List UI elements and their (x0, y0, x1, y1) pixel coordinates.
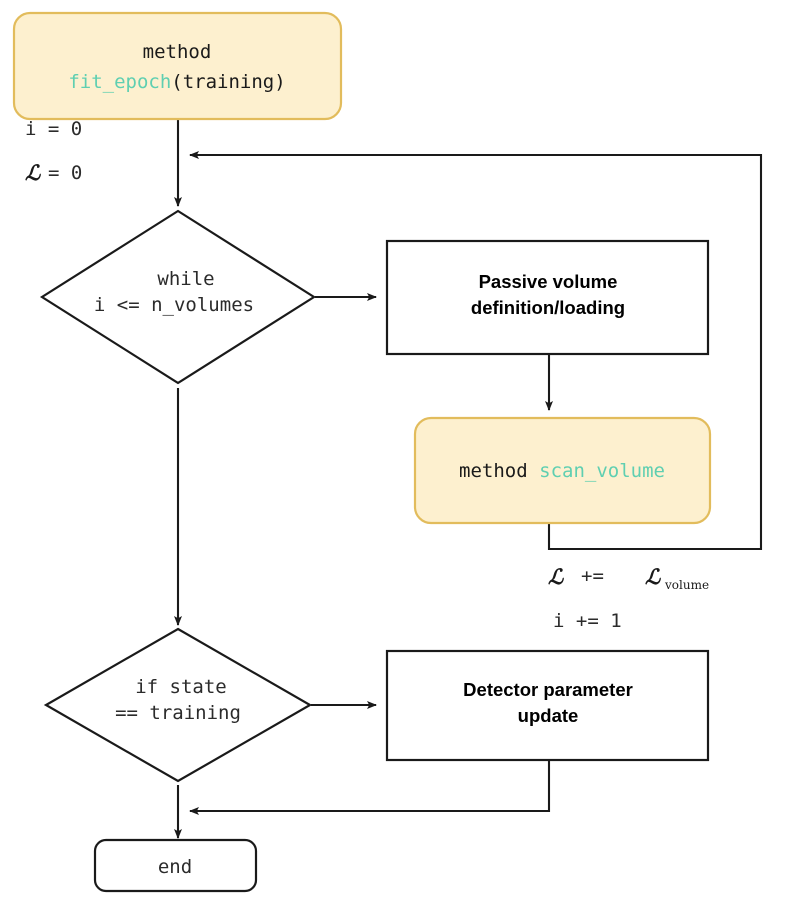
start-method-line1: method (143, 41, 212, 63)
node-state-decision[interactable]: if state == training (43, 627, 313, 783)
start-method-shape (12, 11, 343, 121)
annotation-init-i: i = 0 (25, 118, 82, 140)
while-decision-line2: i <= n_volumes (94, 294, 254, 316)
annotation-init-loss-symbol: ℒ (25, 160, 41, 185)
node-end[interactable]: end (93, 838, 258, 893)
start-method-line2: fit_epoch(training) (68, 71, 285, 93)
scan-volume-label: method scan_volume (459, 460, 665, 482)
detector-update-line2: update (518, 705, 579, 726)
passive-volume-shape (385, 239, 710, 356)
annotation-init-loss: ℒ = 0 (25, 160, 82, 185)
state-decision-shape (43, 627, 313, 783)
scan-volume-keyword: method (459, 460, 528, 482)
passive-volume-line2: definition/loading (471, 297, 625, 318)
state-decision-line1: if state (135, 676, 227, 698)
edge-detector-to-end (189, 760, 551, 815)
while-decision-line1: while (157, 268, 214, 290)
annotation-init-loss-text: = 0 (48, 162, 82, 184)
scan-volume-shape (413, 416, 712, 525)
annotation-accum-loss-subscript: volume (664, 578, 709, 592)
scan-volume-code: scan_volume (539, 460, 665, 482)
node-passive-volume[interactable]: Passive volume definition/loading (385, 239, 710, 356)
annotation-accum-loss-operand: ℒ (645, 564, 661, 589)
start-method-code: fit_epoch (68, 71, 171, 93)
detector-update-line1: Detector parameter (463, 679, 633, 700)
passive-volume-line1: Passive volume (479, 271, 618, 292)
node-scan-volume-method[interactable]: method scan_volume (413, 416, 712, 525)
end-node-shape (93, 838, 258, 893)
node-detector-update[interactable]: Detector parameter update (385, 649, 710, 762)
annotation-accum-loss-op: += (581, 565, 604, 587)
while-decision-shape (39, 209, 317, 385)
annotation-increment-i: i += 1 (553, 610, 622, 632)
state-decision-line2: == training (115, 702, 241, 724)
edge-layer (174, 119, 763, 839)
node-while-decision[interactable]: while i <= n_volumes (39, 209, 317, 385)
start-method-args: (training) (171, 71, 285, 93)
edge-loopback-to-while (189, 151, 763, 551)
annotation-accum-loss-symbol: ℒ (548, 564, 564, 589)
annotation-accum-loss: ℒ += ℒ volume (548, 564, 709, 592)
node-start-method[interactable]: method fit_epoch(training) (12, 11, 343, 121)
detector-update-shape (385, 649, 710, 762)
end-node-label: end (158, 856, 192, 878)
